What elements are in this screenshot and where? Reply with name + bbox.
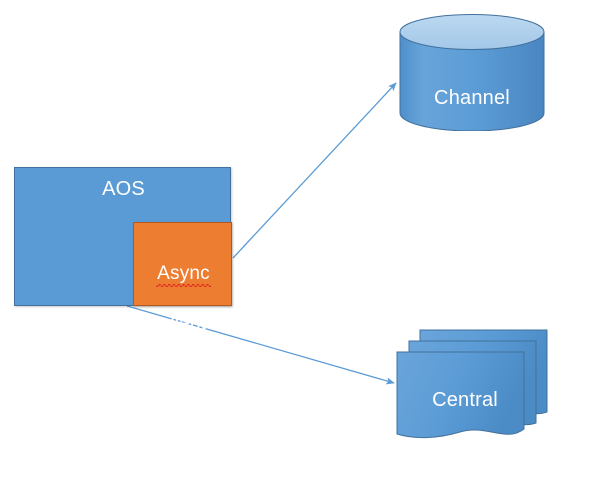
edge-async-to-database — [232, 82, 397, 259]
node-aos-label: AOS — [102, 178, 145, 200]
multi-document-icon — [396, 329, 548, 439]
document-sheet-front — [396, 351, 525, 439]
node-async-client-label-line1: Async — [156, 263, 211, 287]
node-central-storage[interactable]: Central storage — [396, 328, 548, 463]
node-async-client[interactable]: Async client — [133, 222, 232, 334]
node-async-client-label-line2: client — [160, 313, 207, 334]
edge-aos-to-storage — [126, 305, 395, 385]
node-channel-database[interactable]: Channel database — [399, 14, 545, 161]
node-central-storage-label-line2: storage — [430, 441, 500, 463]
node-channel-database-label-line2: database — [430, 139, 514, 161]
node-async-client-label: Async client — [134, 236, 233, 336]
cylinder-icon — [399, 14, 545, 132]
